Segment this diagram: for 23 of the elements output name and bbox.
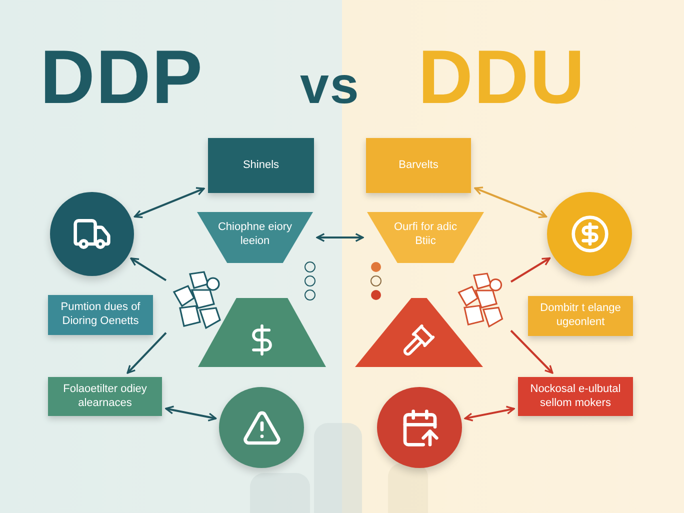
info-box: Shinels — [208, 138, 314, 193]
arrow — [130, 258, 167, 282]
info-box: Folaoetilter odiey alearnaces — [48, 377, 162, 416]
arrow — [126, 332, 167, 374]
heading-text: vs — [300, 60, 360, 112]
shape-text: Ourfi for adic Btiic — [393, 220, 458, 248]
icon-circle — [50, 192, 134, 276]
heading-text: DDU — [418, 40, 586, 116]
heading-text: DDP — [40, 40, 204, 116]
info-box: Dombitr t elange ugeonlent — [528, 296, 633, 336]
info-box: Barvelts — [366, 138, 471, 193]
arrow — [165, 406, 217, 422]
arrow — [464, 406, 515, 422]
icon-circle — [547, 192, 632, 276]
shape-text: Chiophne eiory leeion — [216, 220, 293, 248]
arrow — [510, 330, 554, 374]
arrow — [474, 186, 548, 218]
arrow — [134, 187, 205, 218]
arrow — [510, 257, 551, 283]
info-box: Pumtion dues of Dioring Oenetts — [48, 295, 153, 335]
arrow — [316, 233, 364, 242]
info-box: Nockosal e-ulbutal sellom mokers — [518, 377, 633, 416]
icon-circle — [219, 387, 304, 468]
